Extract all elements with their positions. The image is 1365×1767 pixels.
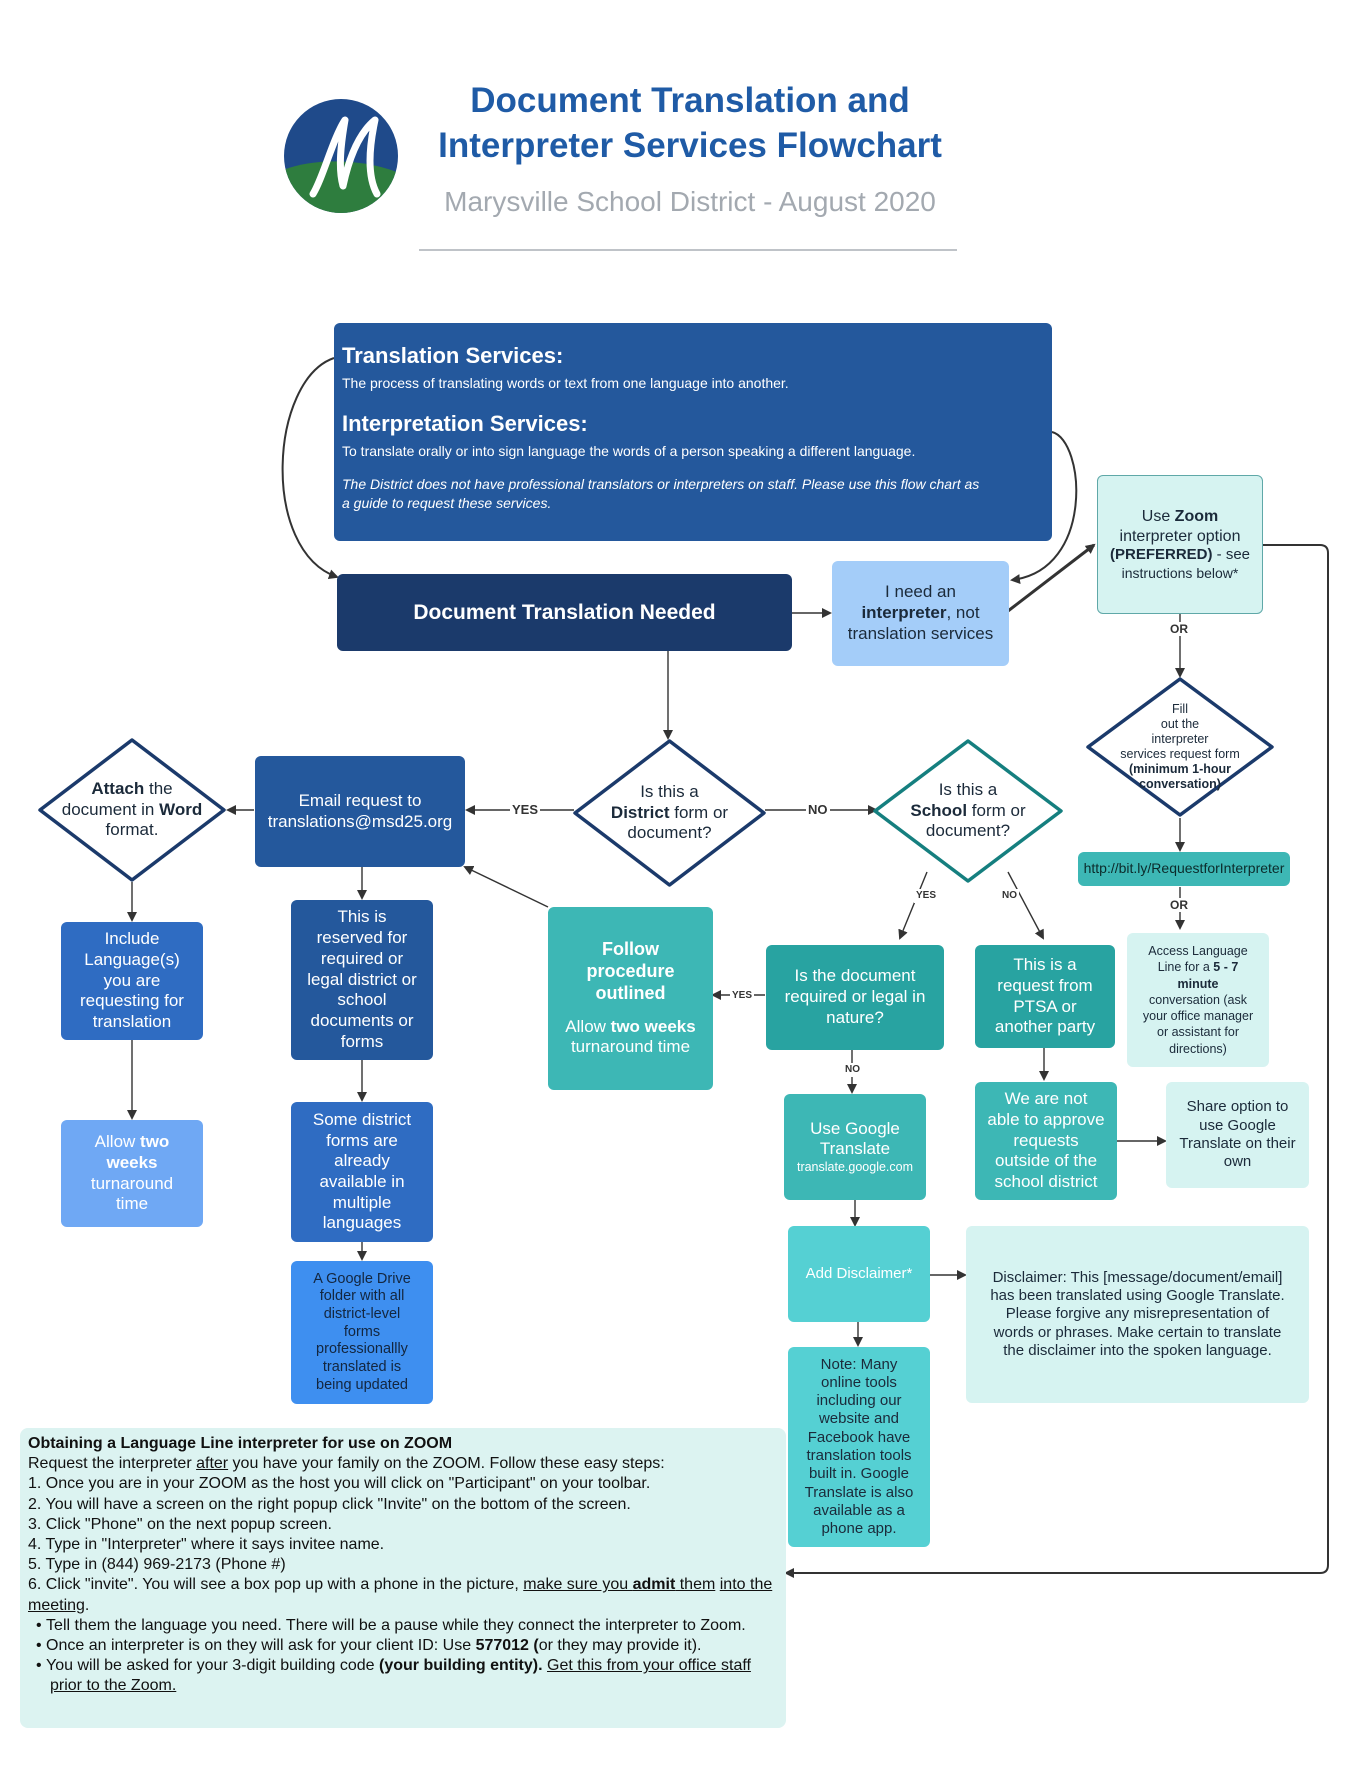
interpretation-definition: To translate orally or into sign languag… [342, 443, 916, 459]
instructions-heading: Obtaining a Language Line interpreter fo… [28, 1435, 453, 1452]
bullet-client-id: • Once an interpreter is on they will as… [36, 1637, 702, 1655]
disclaimer-text-node: Disclaimer: This [message/document/email… [966, 1226, 1309, 1403]
connector [1010, 431, 1078, 584]
some-forms-node: Some district forms are already availabl… [291, 1102, 433, 1242]
step-6: 6. Click "invite". You will see a box po… [28, 1576, 773, 1614]
edge-label-yes: YES [510, 802, 541, 817]
edge-label-no: NO [843, 1063, 862, 1077]
page-subtitle: Marysville School District - August 2020 [444, 186, 936, 217]
bullet-building-code: • You will be asked for your 3-digit bui… [36, 1657, 751, 1695]
include-language-node: Include Language(s) you are requesting f… [61, 922, 203, 1040]
edge-label-yes: YES [914, 889, 939, 903]
edge-label-yes: YES [730, 989, 755, 1003]
connector [1007, 871, 1044, 940]
not-approve-node: We are not able to approve requests outs… [975, 1082, 1117, 1200]
translation-heading: Translation Services: [342, 343, 564, 368]
bullet-language: • Tell them the language you need. There… [36, 1616, 746, 1634]
edge-label-no: NO [806, 802, 830, 817]
interpretation-heading: Interpretation Services: [342, 411, 588, 436]
connector [784, 544, 1329, 1578]
doc-translation-needed-node: Document Translation Needed [337, 574, 792, 651]
edge-label-or: OR [1168, 898, 1190, 912]
page-title: Document Translation and Interpreter Ser… [438, 81, 942, 165]
fill-form-diamond: Fill out the interpreter services reques… [1085, 676, 1275, 818]
zoom-instructions-box: Obtaining a Language Line interpreter fo… [20, 1428, 786, 1728]
connector [1007, 543, 1096, 613]
edge-label-or: OR [1168, 622, 1190, 636]
zoom-option-node: Use Zoom interpreter option (PREFERRED) … [1097, 475, 1263, 614]
required-legal-node: Is the document required or legal in nat… [766, 945, 944, 1050]
online-tools-note: Note: Many online tools including our we… [788, 1347, 930, 1547]
step-2: 2. You will have a screen on the right p… [28, 1495, 631, 1513]
step-4: 4. Type in "Interpreter" where it says i… [28, 1536, 385, 1554]
step-3: 3. Click "Phone" on the next popup scree… [28, 1515, 332, 1533]
request-form-link[interactable]: http://bit.ly/RequestforInterpreter [1078, 852, 1290, 886]
step-1: 1. Once you are in your ZOOM as the host… [28, 1475, 651, 1493]
step-5: 5. Type in (844) 969-2173 (Phone #) [28, 1556, 286, 1574]
follow-procedure-node: Follow procedure outlined Allow two week… [548, 907, 713, 1090]
google-translate-node: Use Google Translate translate.google.co… [784, 1094, 926, 1200]
share-option-node: Share option to use Google Translate on … [1166, 1082, 1309, 1188]
google-drive-node: A Google Drive folder with all district-… [291, 1261, 433, 1404]
connector [898, 871, 928, 940]
add-disclaimer-node: Add Disclaimer* [788, 1226, 930, 1322]
school-form-diamond: Is this a School form or document? [872, 738, 1064, 884]
district-note: The District does not have professional … [342, 476, 980, 511]
definitions-box: Translation Services: The process of tra… [334, 323, 1052, 541]
header-divider [419, 249, 957, 251]
instructions-intro: Request the interpreter after you have y… [28, 1455, 665, 1473]
connector [281, 357, 339, 580]
email-address: translations@msd25.org [267, 811, 453, 831]
edge-label-no: NO [1000, 889, 1019, 903]
translation-definition: The process of translating words or text… [342, 375, 789, 391]
reserved-node: This is reserved for required or legal d… [291, 900, 433, 1060]
allow-two-weeks-node: Allow two weeks turnaround time [61, 1120, 203, 1227]
attach-word-diamond: Attach the document in Word format. [37, 737, 227, 883]
email-request-node: Email request to translations@msd25.org [255, 756, 465, 867]
language-line-node: Access Language Line for a 5 - 7 minute … [1127, 933, 1269, 1067]
district-logo [284, 99, 398, 213]
ptsa-request-node: This is a request from PTSA or another p… [975, 945, 1115, 1048]
need-interpreter-node: I need an interpreter, not translation s… [832, 561, 1009, 666]
connector [463, 865, 549, 908]
district-form-diamond: Is this a District form or document? [572, 738, 767, 888]
